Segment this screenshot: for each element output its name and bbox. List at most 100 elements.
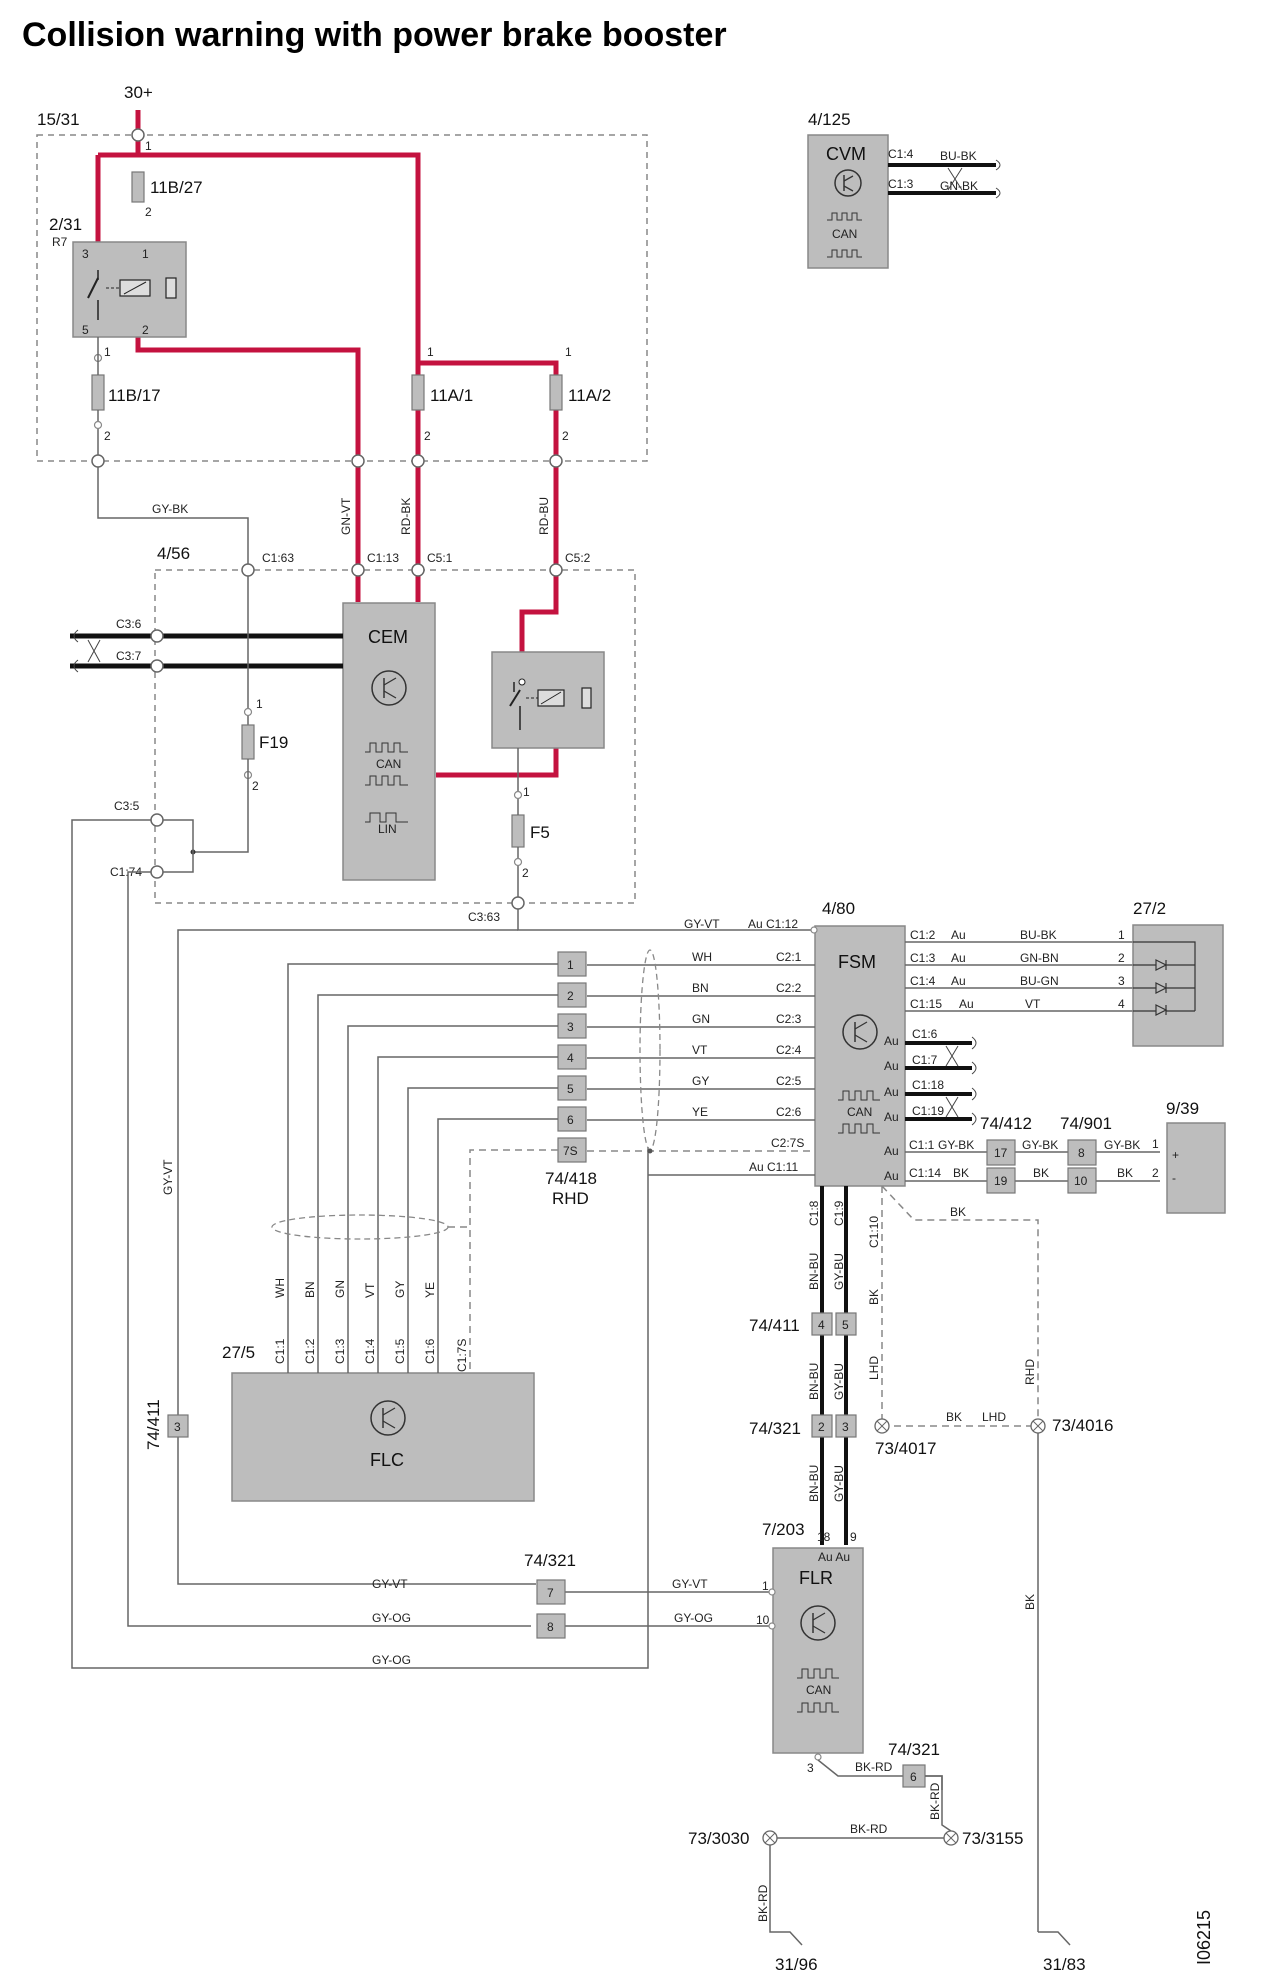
fsm-wire-bu-gn: BU-GN [1020, 974, 1059, 988]
c412-wire-gy-bk: GY-BK [1022, 1138, 1058, 1152]
c411-pin-4: 4 [818, 1318, 825, 1332]
c418-pin-4: 4 [567, 1051, 574, 1065]
fsm-right-rows [905, 941, 1133, 1012]
bottom-wire-bk-rd-2: BK-RD [928, 1782, 942, 1820]
fuse-11a-1-label: 11A/1 [430, 386, 473, 405]
bus-lhd-label-2: LHD [982, 1410, 1006, 1424]
relay-ref: 2/31 [49, 215, 82, 234]
cvm-name: CVM [826, 144, 866, 164]
fsm-pin-c1-11: Au C1:11 [749, 1160, 798, 1174]
c418-pin-6: 6 [567, 1113, 574, 1127]
flr-pin-9: 9 [850, 1530, 857, 1544]
flc-pin-c1-3: C1:3 [333, 1338, 347, 1364]
fsm-name: FSM [838, 952, 876, 972]
fsm-au-5: Au [884, 1144, 899, 1158]
cem-pin-c3-5: C3:5 [114, 799, 140, 813]
fuse-box-15-31-outline [36, 134, 648, 462]
conn-74-901-pin-8-box [1067, 1139, 1097, 1166]
fsm-pin-c2-5: C2:5 [776, 1074, 802, 1088]
flr-au: Au Au [818, 1550, 850, 1564]
ground-73-3155: 73/3155 [962, 1829, 1023, 1848]
fsm-pin-c1-1: C1:1 [909, 1138, 935, 1152]
f19-label: F19 [259, 733, 288, 752]
c411-left-ref: 74/411 [144, 1399, 163, 1450]
bottom-wire-bk-rd-4: BK-RD [756, 1884, 770, 1922]
conn-74-321-pin-3-box [835, 1414, 857, 1438]
fsm-pin-c2-6: C2:6 [776, 1105, 802, 1119]
c411-ref: 74/411 [749, 1316, 800, 1335]
c418-sub: RHD [552, 1189, 589, 1208]
ground-point-31-96: 31/96 [775, 1955, 818, 1974]
wire-gy-bk: GY-BK [152, 502, 188, 516]
led-ref: 27/2 [1133, 899, 1166, 918]
fsm-au-c1-2: Au [951, 928, 966, 942]
wire-rd-bk: RD-BK [399, 498, 413, 535]
fsm-wire-gy-vt: GY-VT [684, 917, 720, 931]
conn-74-412-pin-19-box [986, 1167, 1016, 1194]
horn-9-39 [1166, 1122, 1226, 1214]
flr-ref: 7/203 [762, 1520, 805, 1539]
c411-pin-5: 5 [842, 1318, 849, 1332]
flr-module [772, 1547, 864, 1754]
c321bot-pin: 6 [910, 1770, 917, 1784]
c321bot-ref: 74/321 [888, 1740, 940, 1759]
horn-ref: 9/39 [1166, 1099, 1199, 1118]
ground-73-3030: 73/3030 [688, 1829, 749, 1848]
fsm-wire-bk-lower: BK [953, 1166, 969, 1180]
cem-pin-c5-2: C5:2 [565, 551, 591, 565]
ground-point-31-83: 31/83 [1043, 1955, 1086, 1974]
cvm-wire-bu-bk: BU-BK [940, 149, 977, 163]
fsm-wire-wh: WH [692, 950, 712, 964]
fuse-11a-2-pin-bottom: 2 [562, 429, 569, 443]
fsm-au-c1-4: Au [951, 974, 966, 988]
cem-pin-c3-6: C3:6 [116, 617, 142, 631]
wire-rd-bu: RD-BU [537, 497, 551, 535]
bus-wire-gy-bu-2: GY-BU [832, 1363, 846, 1400]
led-pin-1: 1 [1118, 928, 1125, 942]
fsm-au-2: Au [884, 1059, 899, 1073]
flr-wire-gy-vt: GY-VT [672, 1577, 708, 1591]
cem-pin-c1-13: C1:13 [367, 551, 399, 565]
bk-vertical-label: BK [1023, 1594, 1037, 1610]
ground-73-3030-icon [762, 1830, 778, 1846]
cem-can-waveform-icon [365, 742, 408, 786]
flc-wire-wh: WH [273, 1278, 287, 1298]
c412-pin-17: 17 [994, 1146, 1008, 1160]
fuse-11b-17 [91, 374, 105, 411]
ground-73-4016-icon [1030, 1418, 1046, 1434]
cvm-ref: 4/125 [808, 110, 851, 129]
conn-74-321-pin-8-box [536, 1613, 566, 1639]
wire-gn-vt: GN-VT [339, 497, 353, 535]
fuse-11b-27 [131, 171, 145, 203]
flc-pin-c1-4: C1:4 [363, 1338, 377, 1364]
flc-wire-ye: YE [423, 1282, 437, 1298]
cvm-can-label: CAN [832, 227, 857, 241]
fsm-pin-c2-1: C2:1 [776, 950, 802, 964]
fsm-pin-c1-4: C1:4 [910, 974, 936, 988]
fsm-au-1: Au [884, 1034, 899, 1048]
left-wire-gy-vt: GY-VT [161, 1159, 175, 1195]
flc-wire-gy: GY [393, 1281, 407, 1298]
feed-node [131, 128, 145, 142]
c321low-pin-7: 7 [547, 1586, 554, 1600]
flr-wire-gy-og: GY-OG [674, 1611, 713, 1625]
f5-pin-bottom: 2 [522, 866, 529, 880]
fsm-pin-c1-8: C1:8 [807, 1200, 821, 1226]
fsm-pin-c1-15: C1:15 [910, 997, 942, 1011]
fsm-wire-gn: GN [692, 1012, 710, 1026]
cvm-module [807, 134, 889, 269]
fsm-module [814, 925, 906, 1187]
f5-label: F5 [530, 823, 550, 842]
fsm-pin-c2-2: C2:2 [776, 981, 802, 995]
f19-pin-bottom: 2 [252, 779, 259, 793]
flc-wire-gn: GN [333, 1280, 347, 1298]
flr-name: FLR [799, 1568, 833, 1588]
bus-wire-bn-bu-1: BN-BU [807, 1253, 821, 1290]
c321mid-pin-3: 3 [842, 1420, 849, 1434]
diagram-title: Collision warning with power brake boost… [22, 16, 727, 54]
bottom-wire-gy-og-2: GY-OG [372, 1653, 411, 1667]
fsm-pin-c1-3: C1:3 [910, 951, 936, 965]
bus-bk-label-2: BK [867, 1289, 881, 1305]
flr-can-waveform-icon [797, 1668, 839, 1713]
f19-pin-top: 1 [256, 697, 263, 711]
